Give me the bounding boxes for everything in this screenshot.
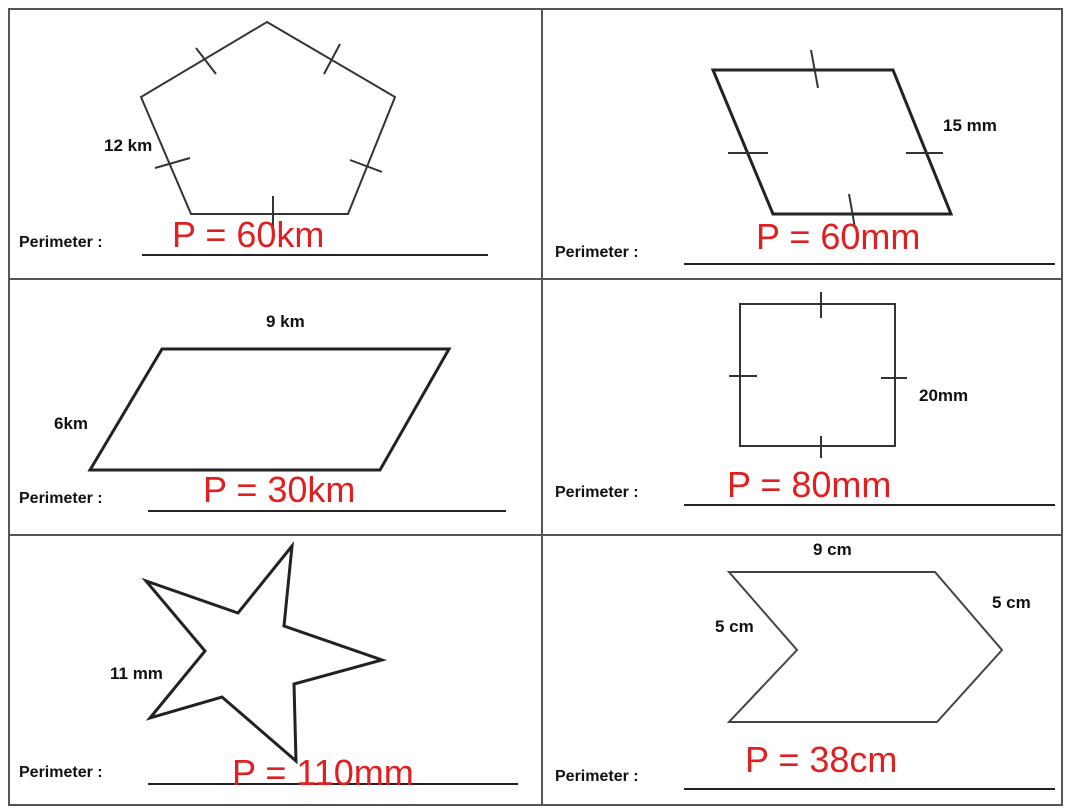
answer-text: P = 60km xyxy=(172,214,325,255)
square-shape xyxy=(739,303,896,447)
answer-text: P = 80mm xyxy=(727,464,892,505)
answer-line xyxy=(684,263,1055,265)
tick-mark xyxy=(848,193,856,229)
tick-mark xyxy=(810,49,819,89)
tick-mark xyxy=(154,157,191,169)
perimeter-label: Perimeter : xyxy=(19,490,103,507)
answer-text: P = 38cm xyxy=(745,739,898,780)
star-shape xyxy=(141,541,388,765)
problem-rhombus: 15 mm Perimeter : P = 60mm xyxy=(541,8,1063,280)
perimeter-label: Perimeter : xyxy=(555,484,639,501)
side-label: 15 mm xyxy=(943,116,997,135)
perimeter-label: Perimeter : xyxy=(19,234,103,251)
parallelogram-shape xyxy=(87,347,452,472)
problem-pentagon: 12 km Perimeter : P = 60km xyxy=(8,8,543,280)
problem-parallelogram: 9 km 6km Perimeter : P = 30km xyxy=(8,278,543,536)
left-side-label: 6km xyxy=(54,414,89,433)
problem-star: 11 mm Perimeter : P = 110mm xyxy=(8,534,543,806)
perimeter-label: Perimeter : xyxy=(555,244,639,261)
parallelogram-figure xyxy=(87,347,452,472)
star-figure xyxy=(141,541,388,765)
top-side-label: 9 cm xyxy=(813,540,852,559)
square-figure xyxy=(729,292,907,458)
chevron-figure xyxy=(726,571,1004,723)
answer-line xyxy=(684,788,1055,790)
side-label: 20mm xyxy=(919,386,969,405)
right-side-label: 5 cm xyxy=(992,593,1031,612)
left-side-label: 5 cm xyxy=(715,617,754,636)
perimeter-label: Perimeter : xyxy=(555,768,639,785)
answer-line xyxy=(148,510,506,512)
answer-line xyxy=(148,783,518,785)
chevron-shape xyxy=(726,571,1004,723)
answer-text: P = 60mm xyxy=(756,216,921,257)
pentagon-shape xyxy=(139,20,397,215)
rhombus-shape xyxy=(710,68,954,216)
answer-text: P = 110mm xyxy=(232,752,414,793)
tick-mark xyxy=(349,159,383,173)
tick-mark xyxy=(195,47,217,75)
problem-chevron: 9 cm 5 cm 5 cm Perimeter : P = 38cm xyxy=(541,534,1063,806)
side-label: 12 km xyxy=(104,136,153,155)
answer-line xyxy=(142,254,488,256)
rhombus-figure xyxy=(710,49,954,229)
answer-text: P = 30km xyxy=(203,469,356,510)
pentagon-figure xyxy=(139,20,397,232)
perimeter-label: Perimeter : xyxy=(19,764,103,781)
top-side-label: 9 km xyxy=(266,312,305,331)
side-label: 11 mm xyxy=(110,664,163,683)
answer-line xyxy=(684,504,1055,506)
tick-mark xyxy=(323,43,341,75)
problem-square: 20mm Perimeter : P = 80mm xyxy=(541,278,1063,536)
